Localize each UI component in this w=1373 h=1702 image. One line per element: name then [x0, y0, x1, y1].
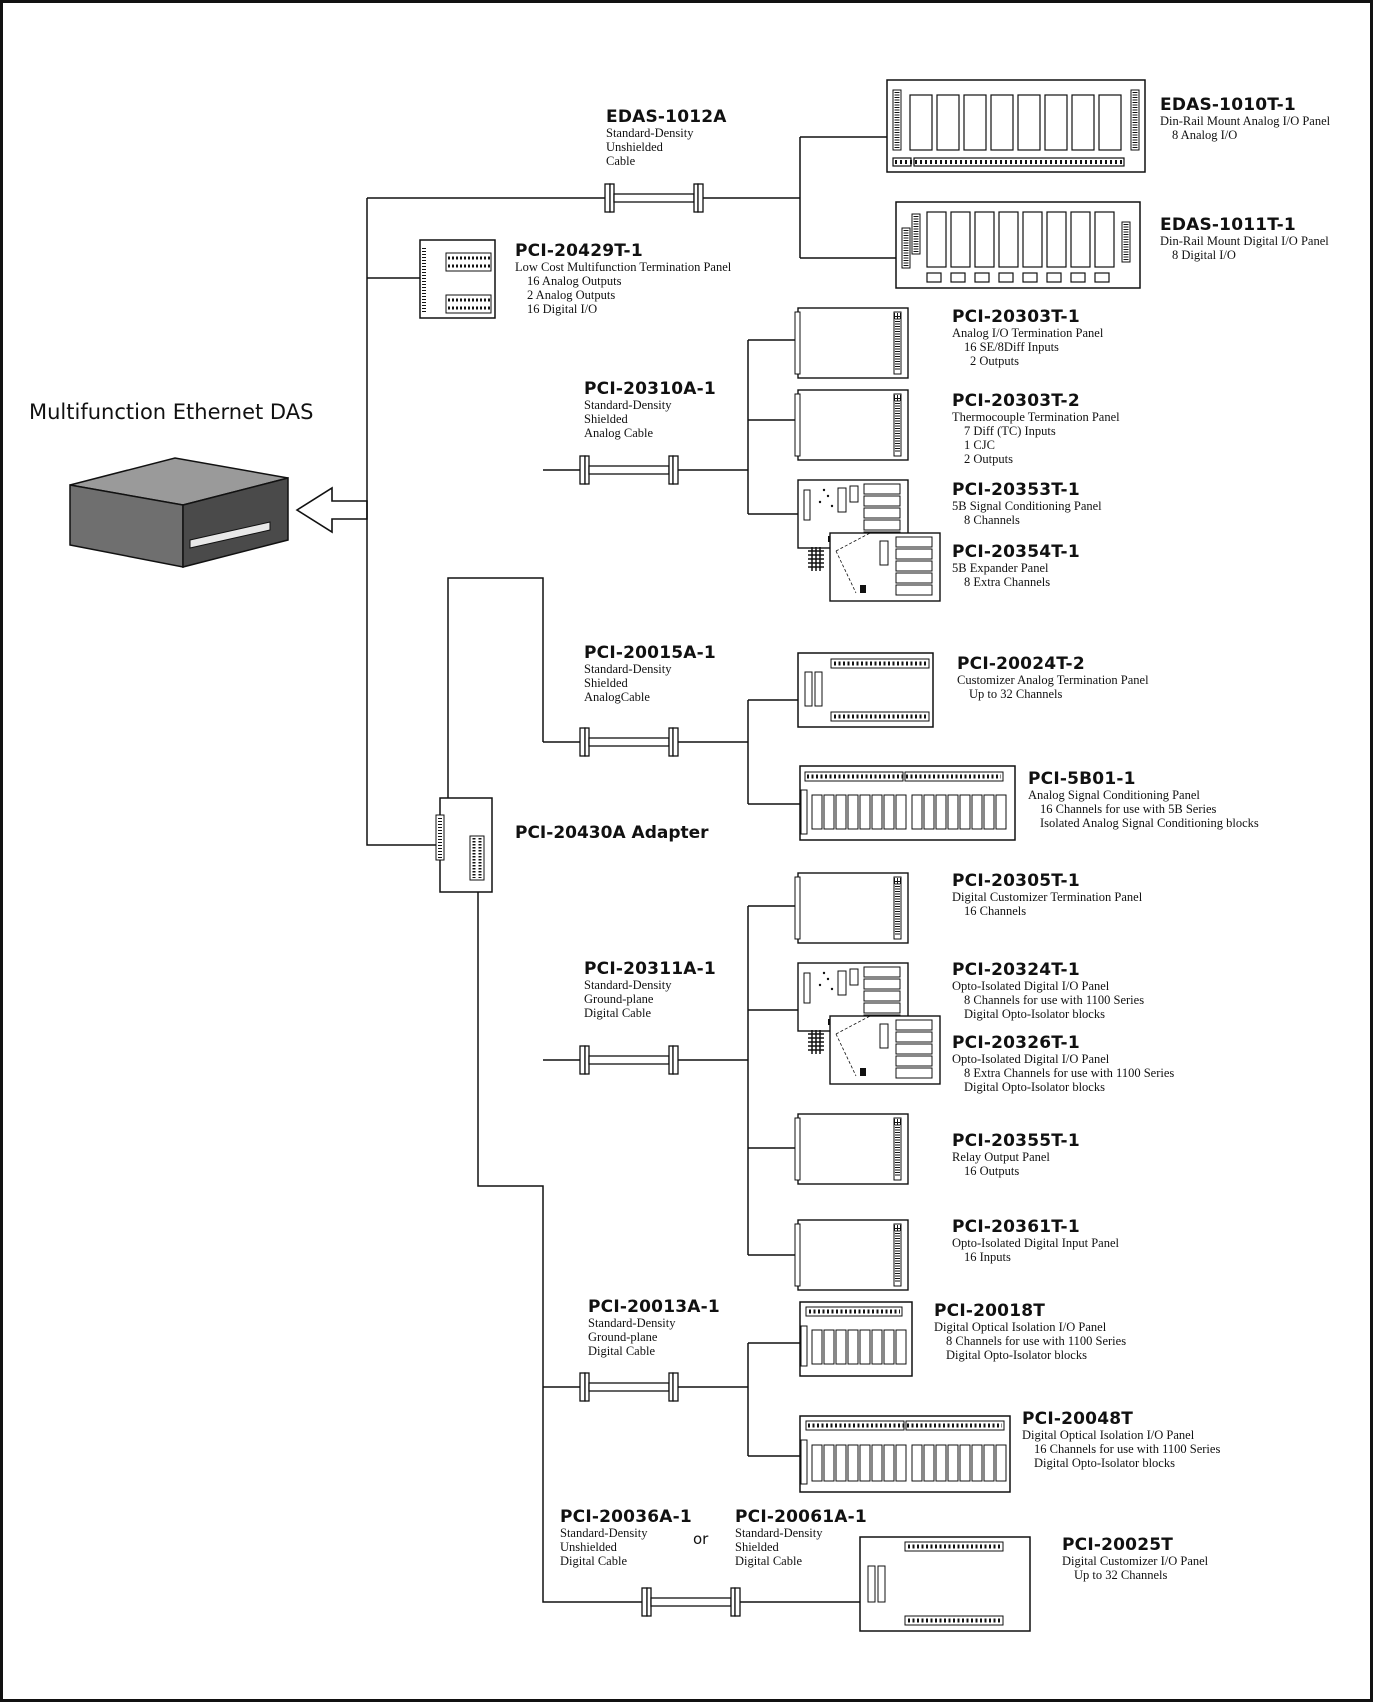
panel-label-pci-20018t: PCI-20018T Digital Optical Isolation I/O… [934, 1301, 1127, 1362]
cable-pci-20036a-1-icon [641, 1587, 741, 1617]
pci-20025t-panel-icon [859, 1536, 1031, 1632]
pci-20355t-1-panel-icon [795, 1114, 908, 1184]
panel-label-pci-20303t-1: PCI-20303T-1 Analog I/O Termination Pane… [952, 307, 1104, 368]
connection-arrow-icon [295, 486, 368, 534]
cable-edas-1012a-icon [604, 183, 704, 213]
panel-label-pci-20361t-1: PCI-20361T-1 Opto-Isolated Digital Input… [952, 1217, 1119, 1264]
panel-label-pci-20025t: PCI-20025T Digital Customizer I/O Panel … [1062, 1535, 1209, 1582]
panel-label-edas-1011t-1: EDAS-1011T-1 Din-Rail Mount Digital I/O … [1160, 215, 1329, 262]
panel-label-pci-20353t-1: PCI-20353T-1 5B Signal Conditioning Pane… [952, 480, 1102, 527]
pci-20303t-2-panel-icon [795, 390, 908, 460]
pci-20361t-1-panel-icon [795, 1220, 908, 1290]
cable-label-pci-20061a-1: PCI-20061A-1 Standard-Density Shielded D… [735, 1507, 867, 1568]
cable-pci-20013a-1-icon [579, 1372, 679, 1402]
cable-pci-20310a-1-icon [579, 455, 679, 485]
panel-label-edas-1010t-1: EDAS-1010T-1 Din-Rail Mount Analog I/O P… [1160, 95, 1331, 142]
panel-label-pci-5b01-1: PCI-5B01-1 Analog Signal Conditioning Pa… [1028, 769, 1259, 830]
ethernet-das-unit-icon [69, 457, 289, 568]
cable-label-edas-1012a: EDAS-1012A Standard-Density Unshielded C… [606, 107, 727, 168]
cable-label-pci-20013a-1: PCI-20013A-1 Standard-Density Ground-pla… [588, 1297, 720, 1358]
panel-label-pci-20048t: PCI-20048T Digital Optical Isolation I/O… [1022, 1409, 1221, 1470]
edas-1010t-1-panel-icon [886, 79, 1146, 173]
pci-20429t-1-panel-icon [419, 239, 496, 319]
pci-20048t-panel-icon [799, 1415, 1011, 1493]
page-title: Multifunction Ethernet DAS [29, 400, 314, 424]
or-separator: or [693, 1530, 709, 1548]
panel-label-pci-20324t-1: PCI-20324T-1 Opto-Isolated Digital I/O P… [952, 960, 1145, 1021]
panel-label-pci-20305t-1: PCI-20305T-1 Digital Customizer Terminat… [952, 871, 1143, 918]
pci-20430a-adapter-icon [435, 797, 493, 893]
cable-label-pci-20310a-1: PCI-20310A-1 Standard-Density Shielded A… [584, 379, 716, 440]
panel-label-pci-20326t-1: PCI-20326T-1 Opto-Isolated Digital I/O P… [952, 1033, 1175, 1094]
adapter-label: PCI-20430A Adapter [515, 823, 709, 843]
pci-20018t-panel-icon [799, 1301, 913, 1377]
cable-label-pci-20015a-1: PCI-20015A-1 Standard-Density Shielded A… [584, 643, 716, 704]
edas-1011t-1-panel-icon [895, 201, 1141, 289]
cable-pci-20311a-1-icon [579, 1045, 679, 1075]
pci-20024t-2-panel-icon [797, 652, 934, 728]
pci-5b01-1-panel-icon [799, 765, 1016, 841]
pci-20303t-1-panel-icon [795, 308, 908, 378]
panel-label-pci-20355t-1: PCI-20355T-1 Relay Output Panel 16 Outpu… [952, 1131, 1080, 1178]
cable-label-pci-20036a-1: PCI-20036A-1 Standard-Density Unshielded… [560, 1507, 692, 1568]
panel-label-pci-20303t-2: PCI-20303T-2 Thermocouple Termination Pa… [952, 391, 1120, 466]
panel-label-pci-20354t-1: PCI-20354T-1 5B Expander Panel 8 Extra C… [952, 542, 1080, 589]
panel-label-pci-20024t-2: PCI-20024T-2 Customizer Analog Terminati… [957, 654, 1149, 701]
panel-label-pci-20429t-1: PCI-20429T-1 Low Cost Multifunction Term… [515, 241, 732, 316]
cable-label-pci-20311a-1: PCI-20311A-1 Standard-Density Ground-pla… [584, 959, 716, 1020]
pci-20305t-1-panel-icon [795, 873, 908, 943]
cable-pci-20015a-1-icon [579, 727, 679, 757]
